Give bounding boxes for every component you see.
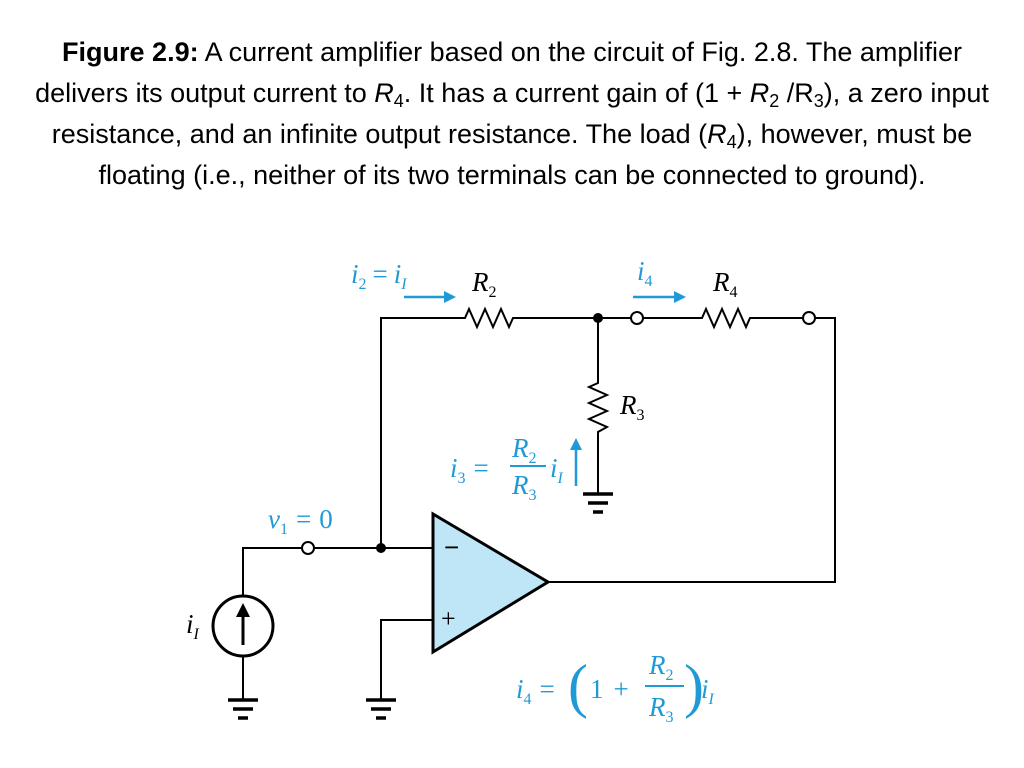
junction-dot (376, 543, 386, 553)
terminal (630, 311, 644, 325)
caption-r4-sub: 4 (726, 132, 737, 152)
noninverting-input-wire (380, 619, 433, 700)
source-wire (242, 547, 302, 596)
figure-label: Figure 2.9: (62, 37, 199, 67)
caption-r4: R (374, 78, 394, 108)
current-arrow-i2-head (444, 291, 456, 303)
label-i4: i4 (637, 256, 653, 290)
fraction-numerator: R2 (511, 433, 537, 467)
fraction-denominator: R3 (511, 470, 537, 504)
resistor-r3 (586, 378, 610, 438)
label-i3-eq: i3= R2 R3 iI (450, 433, 564, 504)
current-arrow-i3-head (570, 438, 582, 450)
wires (242, 317, 836, 700)
label-ii: iI (550, 453, 564, 487)
plus-sign: + (441, 604, 456, 633)
feedback-wire (380, 317, 460, 548)
current-arrow-i4-head (674, 291, 686, 303)
figure-caption: Figure 2.9: A current amplifier based on… (30, 32, 994, 196)
caption-r2-sub: 2 (769, 91, 780, 111)
caption-r3-sub: 3 (813, 91, 824, 111)
resistor-r2 (460, 306, 520, 330)
label-r3: R3 (619, 390, 645, 424)
label-gain-eq: i4= ( 1+ R2 R3 ) iI (516, 650, 715, 726)
label-source-current: iI (186, 609, 200, 643)
resistor-r4 (697, 306, 757, 330)
caption-r2: R (749, 78, 770, 108)
label-r4: R4 (712, 267, 738, 301)
terminal (301, 541, 315, 555)
caption-text: ), however, must be floating (i.e., neit… (98, 119, 973, 190)
minus-sign: − (444, 532, 459, 562)
ground-symbol (366, 698, 396, 720)
ground-symbol (583, 492, 613, 514)
output-wire (548, 317, 836, 583)
terminal (802, 311, 816, 325)
caption-r4-sub: 4 (393, 91, 404, 111)
fraction-denominator: R3 (648, 692, 674, 726)
caption-text: A current amplifier based on the circuit… (35, 37, 962, 108)
label-r2: R2 (471, 267, 497, 301)
left-paren: ( (568, 653, 588, 719)
label-i4-gain: i4= (516, 674, 555, 708)
fraction-numerator: R2 (648, 650, 674, 684)
op-amp (431, 511, 551, 655)
current-source-arrowhead (236, 603, 250, 617)
label-i3: i3= (450, 453, 489, 487)
ground-symbol (228, 698, 258, 720)
caption-text: /R (779, 78, 814, 108)
junction-dot (593, 313, 603, 323)
right-paren: ) (684, 653, 704, 719)
label-i2-eq: i2=iI (351, 259, 407, 293)
caption-text: . It has a current gain of (1 + (403, 78, 750, 108)
label-ii: iI (701, 674, 715, 708)
label-one-plus: 1+ (590, 674, 629, 704)
label-v1-eq: v1=0 (268, 504, 333, 538)
caption-r4: R (707, 119, 727, 149)
caption-text: ), a zero input resistance, and an infin… (51, 78, 989, 149)
